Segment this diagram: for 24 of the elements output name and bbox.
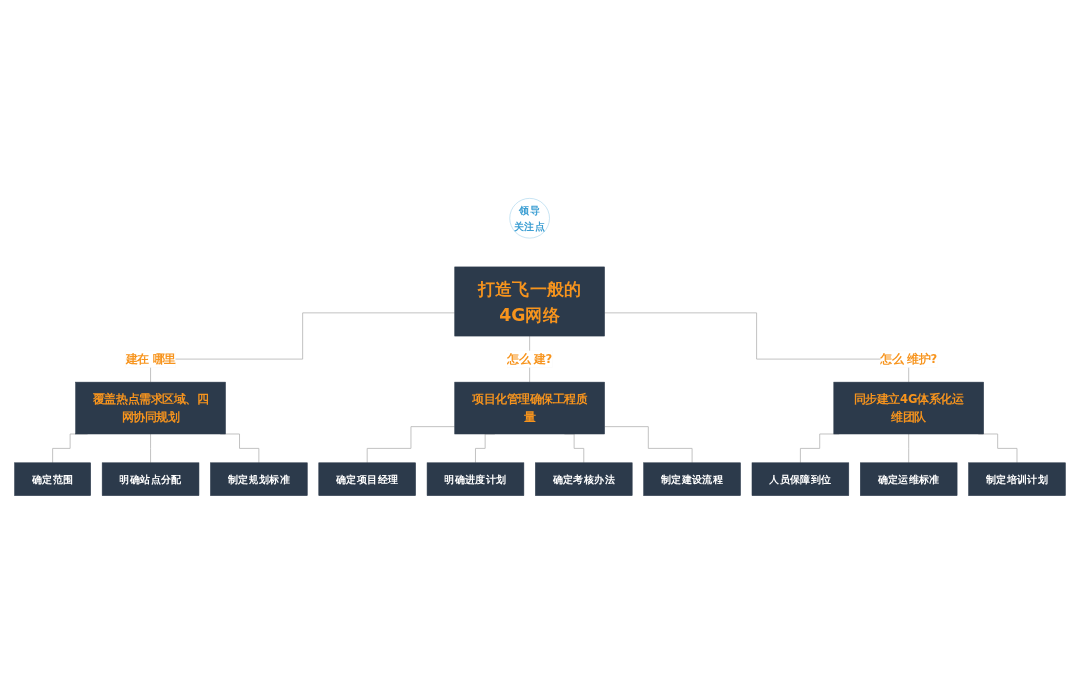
node-box: 制定培训计划 [968, 462, 1066, 496]
node-box: 打造飞一般的4G网络 [454, 266, 605, 336]
connector [150, 311, 456, 383]
node-box: 确定范围 [14, 462, 91, 496]
node-circle: 领导 关注点 [509, 197, 550, 238]
node-box: 人员保障到位 [751, 462, 850, 496]
node-box: 项目化管理确保工程质量 [454, 381, 605, 434]
node-box: 制定规划标准 [210, 462, 308, 496]
node-box: 确定运维标准 [860, 462, 958, 496]
connector [908, 433, 910, 463]
node-box: 同步建立4G体系化运维团队 [833, 381, 984, 434]
edge-label: 建在 哪里 [125, 351, 176, 366]
connector [150, 433, 151, 463]
edge-label: 怎么 维护? [880, 351, 938, 366]
connector [604, 425, 693, 463]
node-box: 明确进度计划 [426, 462, 525, 496]
connector [604, 311, 910, 383]
node-box: 确定项目经理 [318, 462, 416, 496]
node-box: 明确站点分配 [101, 462, 200, 496]
node-box: 确定考核办法 [535, 462, 633, 496]
node-box: 覆盖热点需求区域、四网协同规划 [75, 381, 226, 434]
edge-label: 怎么 建? [507, 351, 553, 366]
node-box: 制定建设流程 [643, 462, 741, 496]
connector [366, 425, 456, 463]
